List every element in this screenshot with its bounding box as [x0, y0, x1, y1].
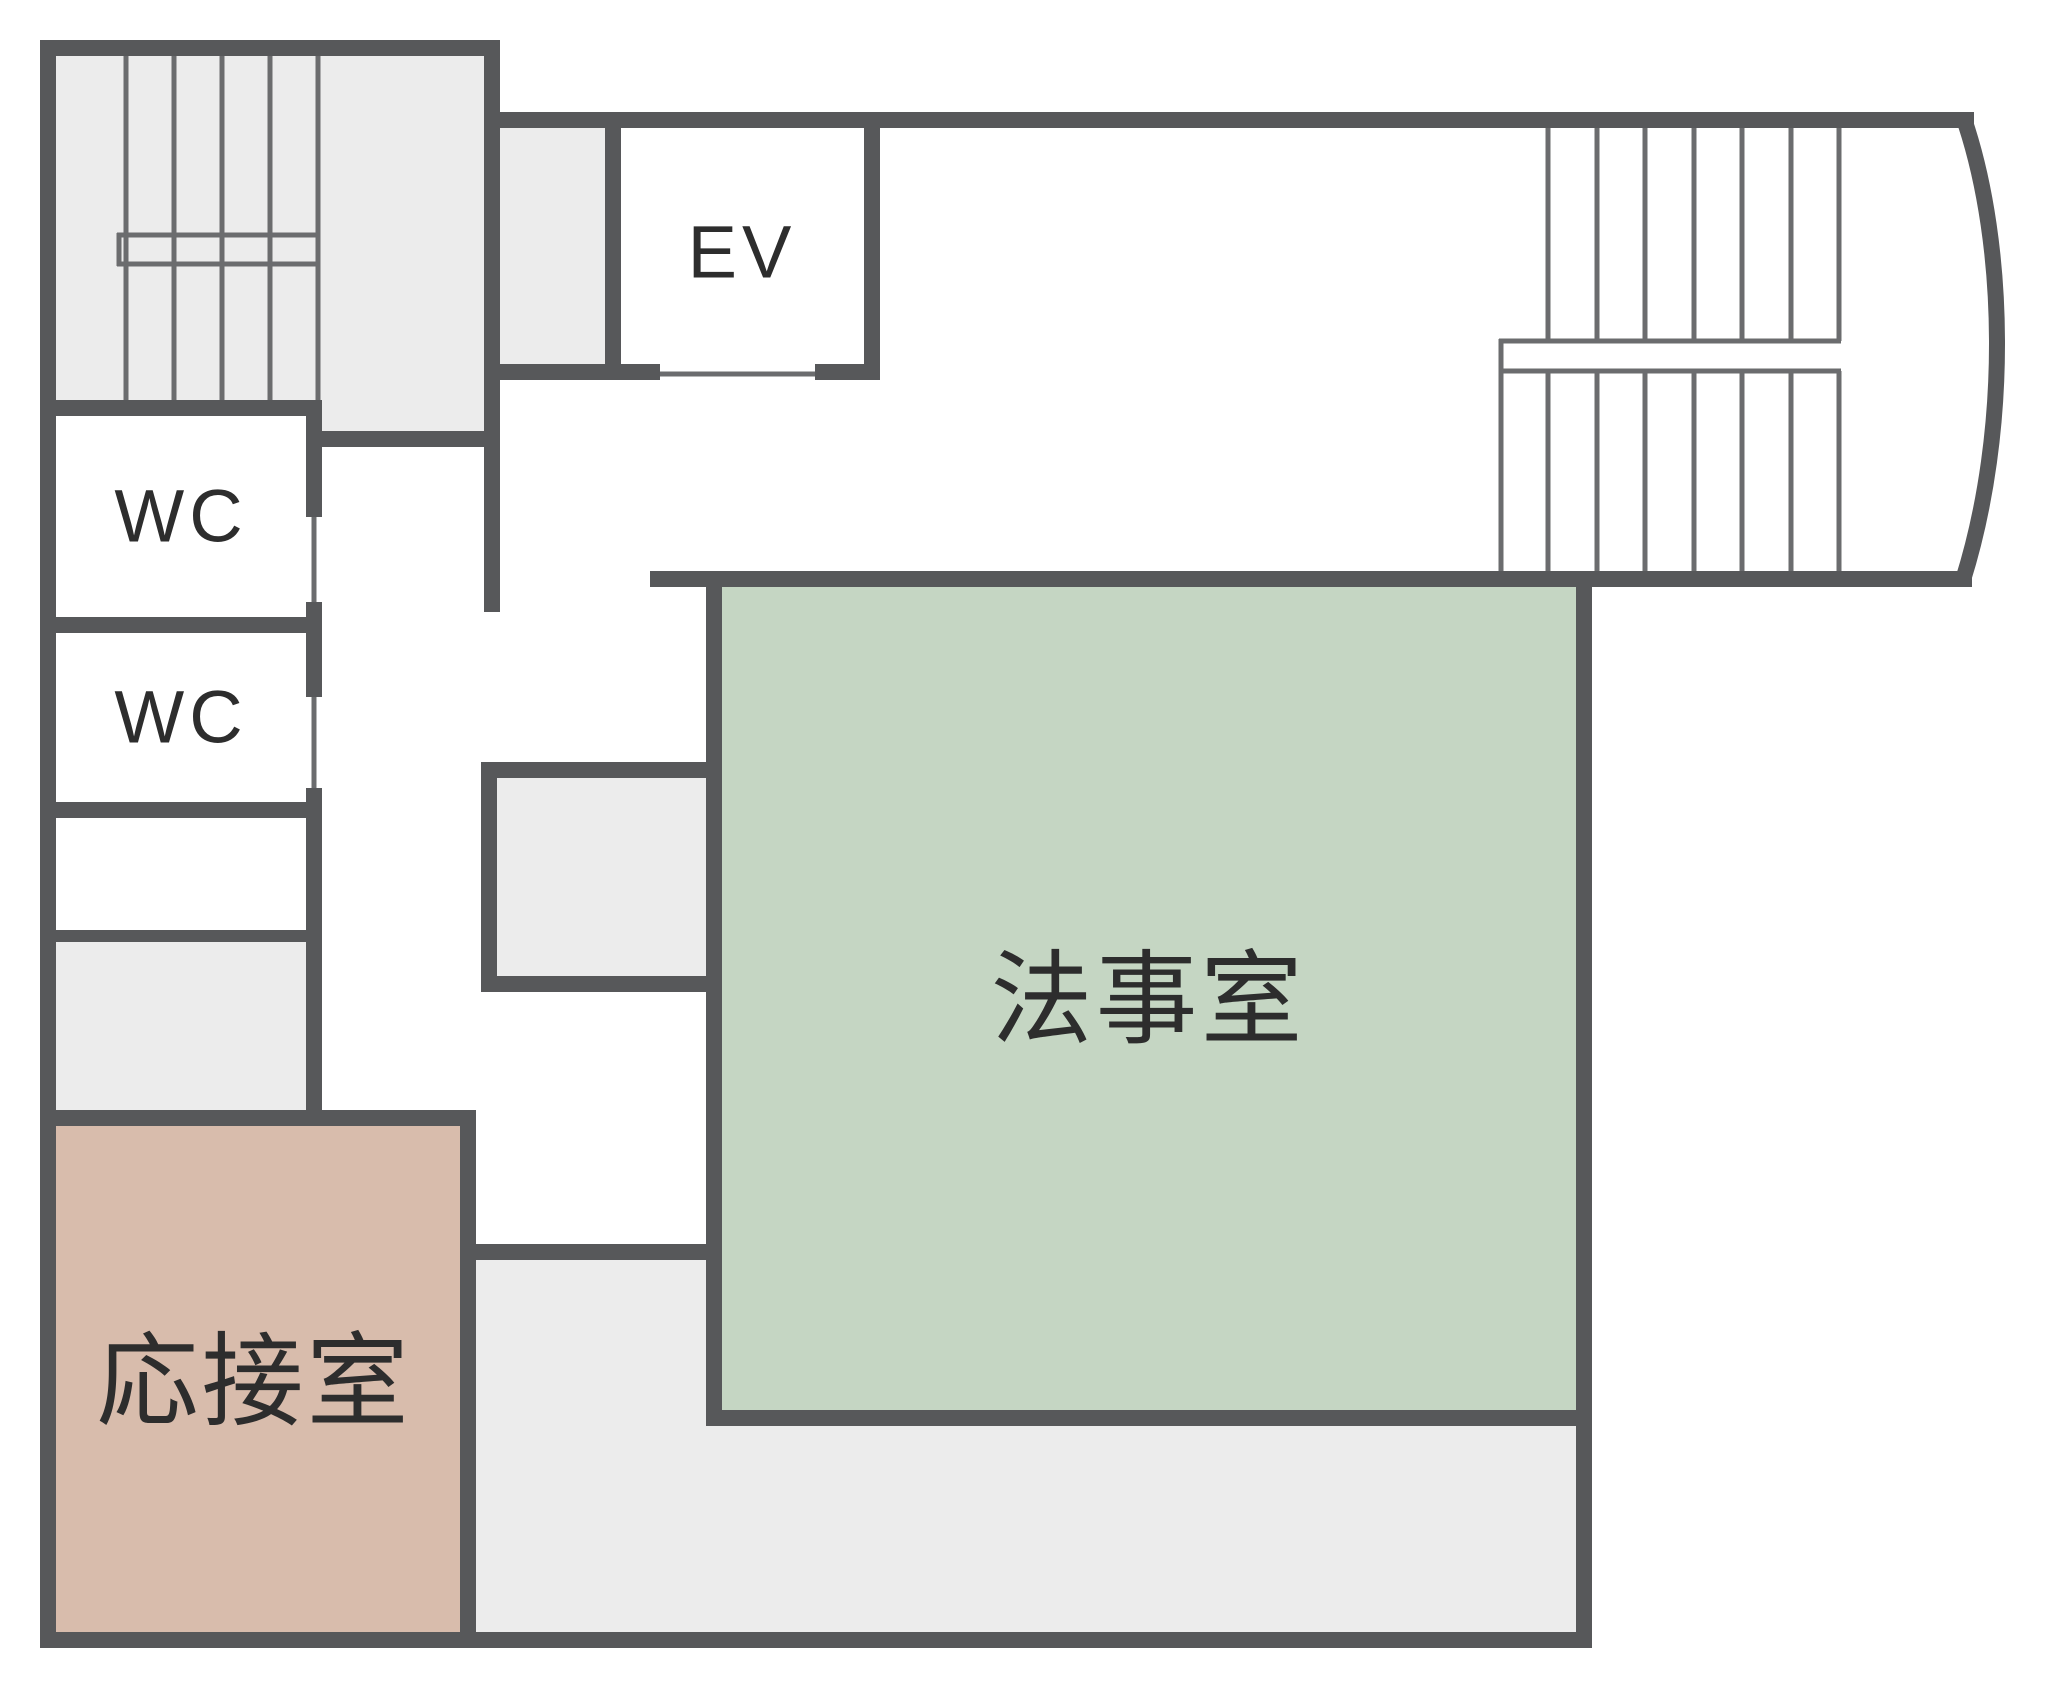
south-hall-floor [460, 1252, 1584, 1640]
stair-block-right-wall [484, 40, 500, 612]
north-wing-south-wall [650, 571, 1972, 587]
reception-right-wall [460, 1110, 476, 1648]
memorial-left-wall [706, 571, 722, 1426]
memorial-room-floor [714, 579, 1576, 1418]
curved-east-wall [1955, 119, 2005, 583]
south-hall-right-wall [1576, 1410, 1592, 1648]
room-labels: EV WC WC 法事室 応接室 [97, 211, 1306, 1440]
stair-corridor-bottom-wall [314, 431, 500, 447]
wc-right-wall-middle [306, 602, 322, 697]
wc-upper-bottom-wall [40, 617, 322, 633]
stair-block-bottom-wall [40, 400, 322, 416]
room-fills [48, 48, 1584, 1640]
south-hall-top-wall [460, 1244, 722, 1260]
north-wall [484, 112, 1974, 128]
elevator-bottom-stub-wall [815, 364, 880, 380]
outer-wall-left [40, 40, 56, 1648]
closet-bottom-wall [481, 976, 714, 992]
elevator-lobby-floor [492, 120, 605, 380]
memorial-room-label: 法事室 [991, 943, 1306, 1057]
closet-left-wall [481, 762, 497, 992]
elevator-right-wall [864, 128, 880, 380]
reception-room-label: 応接室 [97, 1325, 412, 1439]
closet-top-wall [481, 762, 714, 778]
elevator-lobby-bottom-wall [484, 364, 660, 380]
door-lines [311, 371, 815, 788]
memorial-right-wall [1576, 571, 1592, 1426]
white-room-bottom-wall [40, 930, 322, 942]
gray-room-floor [48, 938, 312, 1118]
left-staircase [116, 56, 321, 400]
wc-right-wall-lower [306, 788, 322, 1118]
wc-upper-label: WC [114, 475, 247, 558]
walls [40, 40, 2005, 1648]
elevator-label: EV [688, 211, 797, 294]
left-staircase-corridor-floor [314, 48, 492, 439]
elevator-left-wall [605, 128, 621, 380]
wc-lower-bottom-wall [40, 802, 322, 818]
outer-wall-bottom [40, 1632, 1592, 1648]
wc-lower-label: WC [114, 676, 247, 759]
reception-top-wall [40, 1110, 476, 1126]
right-staircase [1498, 128, 1842, 571]
wc-right-wall-upper [306, 400, 322, 517]
closet-box-floor [489, 770, 711, 984]
outer-wall-top-left [40, 40, 500, 56]
memorial-bottom-wall [706, 1410, 1592, 1426]
reception-room-floor [48, 1118, 460, 1640]
